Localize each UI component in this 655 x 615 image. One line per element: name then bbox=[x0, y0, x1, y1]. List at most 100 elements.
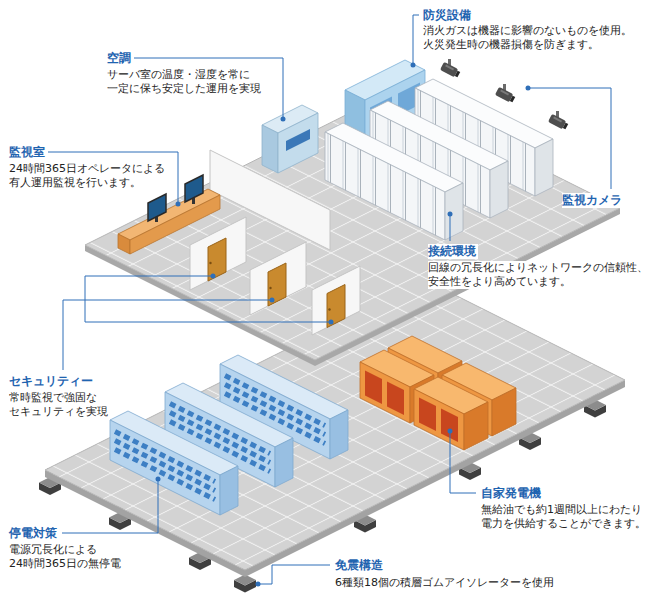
label-anchor: 空調 bbox=[107, 51, 133, 66]
generator-panel bbox=[387, 382, 404, 416]
feature-heading: 防災設備 bbox=[423, 8, 473, 23]
leader-line bbox=[85, 300, 270, 301]
ups-window-row bbox=[115, 450, 215, 500]
feature-description: 電源冗長化による 24時間365日の無停電 bbox=[9, 543, 123, 571]
leader-dot bbox=[270, 298, 275, 303]
leader-dot bbox=[281, 117, 286, 122]
leader-line bbox=[62, 480, 158, 533]
label-anchor: 接続環境 bbox=[428, 244, 478, 259]
label-anchor: 6種類18個の積層ゴムアイソレーターを使用 bbox=[335, 576, 556, 590]
ups-side bbox=[220, 466, 238, 515]
ups-windows bbox=[115, 432, 215, 500]
feature-description: 常時監視で強固な セキュリティを実現 bbox=[9, 391, 110, 419]
ac-panel bbox=[286, 129, 310, 151]
feature-description: 6種類18個の積層ゴムアイソレーターを使用 bbox=[335, 576, 556, 590]
ups-front bbox=[110, 420, 220, 515]
leader-line bbox=[450, 432, 476, 493]
feature-heading: セキュリティー bbox=[9, 374, 95, 389]
ups-side bbox=[275, 438, 293, 487]
monitor-screen bbox=[185, 175, 203, 202]
feature-description: サーバ室の温度・湿度を常に 一定に保ち安定した運用を実現 bbox=[107, 68, 263, 96]
label-anchor: 無給油でも約1週間以上にわたり 電力を供給することができます。 bbox=[481, 503, 648, 531]
label-anchor: 免震構造 bbox=[335, 558, 385, 573]
rack-front bbox=[325, 132, 445, 240]
door-wall bbox=[250, 242, 306, 315]
feature-description: 消火ガスは機器に影響のないものを使用。 火災発生時の機器損傷を防ぎます。 bbox=[423, 24, 634, 52]
server-rack-row bbox=[325, 123, 463, 240]
label-anchor: 消火ガスは機器に影響のないものを使用。 火災発生時の機器損傷を防ぎます。 bbox=[423, 24, 634, 52]
monitor-screen bbox=[148, 194, 166, 221]
leader-line bbox=[85, 322, 330, 323]
leader-line bbox=[85, 276, 86, 322]
generator-panel bbox=[419, 398, 436, 432]
feature-description: 回線の冗長化によりネットワークの信頼性、 安全性をより高めています。 bbox=[428, 261, 650, 289]
label-anchor: 24時間365日オペレータによる 有人運用監視を行います。 bbox=[9, 162, 167, 190]
wall-panel bbox=[312, 266, 360, 335]
leader-dot bbox=[411, 63, 416, 68]
label-anchor: 防災設備 bbox=[423, 8, 473, 23]
rack-end bbox=[490, 161, 508, 218]
ac-front bbox=[278, 113, 318, 173]
door-knob bbox=[328, 308, 330, 310]
label-anchor: 監視カメラ bbox=[562, 193, 624, 208]
monitor bbox=[148, 194, 166, 222]
security-camera bbox=[495, 84, 516, 104]
leader-line bbox=[413, 15, 419, 64]
rack-end bbox=[445, 183, 463, 240]
label-anchor: サーバ室の温度・湿度を常に 一定に保ち安定した運用を実現 bbox=[107, 68, 263, 96]
leader-line bbox=[450, 215, 451, 241]
label-anchor: 停電対策 bbox=[9, 526, 59, 541]
leader-dot bbox=[448, 429, 453, 434]
leader-line bbox=[530, 88, 611, 189]
feature-heading: 免震構造 bbox=[335, 558, 385, 573]
feature-heading: 自家発電機 bbox=[481, 486, 543, 501]
ups-side bbox=[330, 410, 348, 459]
feature-heading: 接続環境 bbox=[428, 244, 478, 259]
feature-description: 無給油でも約1週間以上にわたり 電力を供給することができます。 bbox=[481, 503, 648, 531]
feature-heading: 停電対策 bbox=[9, 526, 59, 541]
security-door bbox=[268, 263, 286, 306]
leader-dot bbox=[156, 477, 161, 482]
leader-dot bbox=[526, 86, 531, 91]
label-anchor: 電源冗長化による 24時間365日の無停電 bbox=[9, 543, 123, 571]
leader-dots bbox=[156, 63, 531, 587]
ups-window-row bbox=[115, 441, 215, 491]
ac-end bbox=[262, 125, 278, 173]
feature-heading: 監視カメラ bbox=[562, 193, 624, 208]
feature-heading: 監視室 bbox=[9, 145, 47, 160]
leader-dot bbox=[211, 274, 216, 279]
leader-dot bbox=[448, 212, 453, 217]
label-anchor: セキュリティー bbox=[9, 374, 95, 389]
door-knob bbox=[269, 287, 271, 289]
rack-end bbox=[535, 139, 553, 196]
label-anchor: 回線の冗長化によりネットワークの信頼性、 安全性をより高めています。 bbox=[428, 261, 650, 289]
leader-line bbox=[63, 300, 85, 370]
door-wall bbox=[190, 217, 246, 290]
feature-description: 24時間365日オペレータによる 有人運用監視を行います。 bbox=[9, 162, 167, 190]
generator-panel bbox=[365, 371, 382, 405]
air-conditioner bbox=[262, 105, 318, 173]
label-anchor: 常時監視で強固な セキュリティを実現 bbox=[9, 391, 110, 419]
desk-end bbox=[118, 234, 130, 254]
feature-heading: 空調 bbox=[107, 51, 133, 66]
generator-side bbox=[492, 388, 516, 436]
leader-lines bbox=[48, 15, 611, 584]
security-camera bbox=[548, 111, 569, 131]
security-camera bbox=[440, 59, 461, 79]
leader-dot bbox=[256, 582, 261, 587]
leader-line bbox=[259, 565, 330, 584]
label-anchor: 自家発電機 bbox=[481, 486, 543, 501]
wall-panel bbox=[250, 242, 306, 315]
generator-front bbox=[360, 362, 410, 423]
wall-panel bbox=[190, 217, 246, 290]
door-wall bbox=[312, 266, 360, 335]
door-knob bbox=[209, 262, 211, 264]
label-anchor: 監視室 bbox=[9, 145, 47, 160]
generator-unit bbox=[414, 377, 488, 450]
security-door bbox=[208, 238, 226, 281]
leader-dot bbox=[176, 202, 181, 207]
security-door bbox=[327, 285, 345, 328]
leader-dot bbox=[329, 320, 334, 325]
